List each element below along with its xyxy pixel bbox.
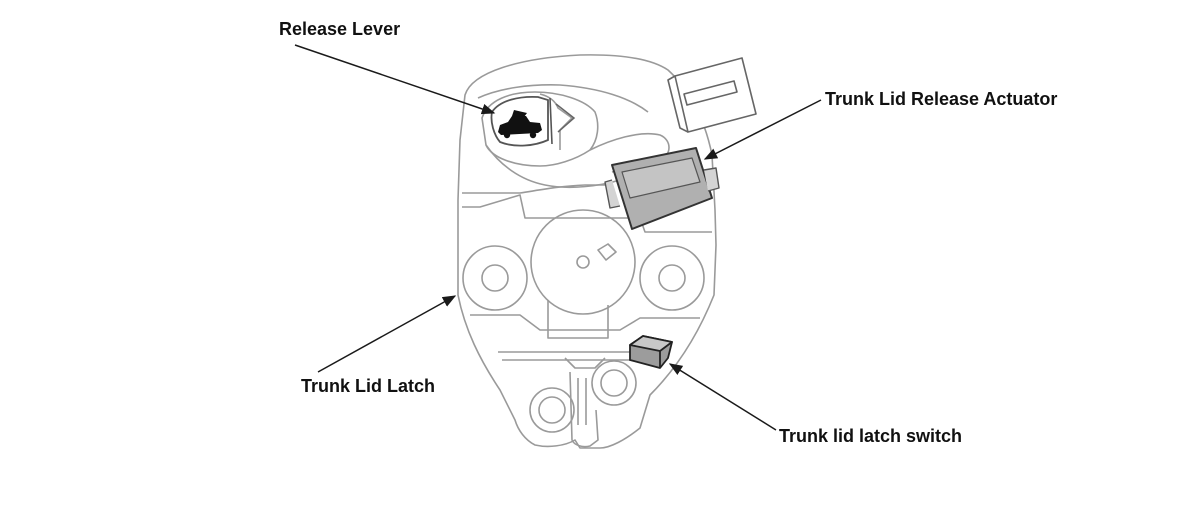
leader-lines [294,44,822,431]
leader-switch [668,363,777,431]
leader-actuator [703,99,822,160]
trunk-lid-latch-label: Trunk Lid Latch [301,376,436,396]
leader-latch [317,295,457,373]
electrical-connector [667,57,757,133]
release-lever-label: Release Lever [279,19,401,39]
trunk-lid-latch-body [457,54,717,449]
trunk-lid-release-actuator [604,147,720,230]
trunk-lid-latch-switch [629,335,673,369]
trunk-lid-release-actuator-label: Trunk Lid Release Actuator [825,89,1058,109]
release-lever [490,95,576,147]
leader-release-lever [294,44,496,115]
trunk-lid-latch-switch-label: Trunk lid latch switch [779,426,963,446]
car-icon [498,110,542,139]
